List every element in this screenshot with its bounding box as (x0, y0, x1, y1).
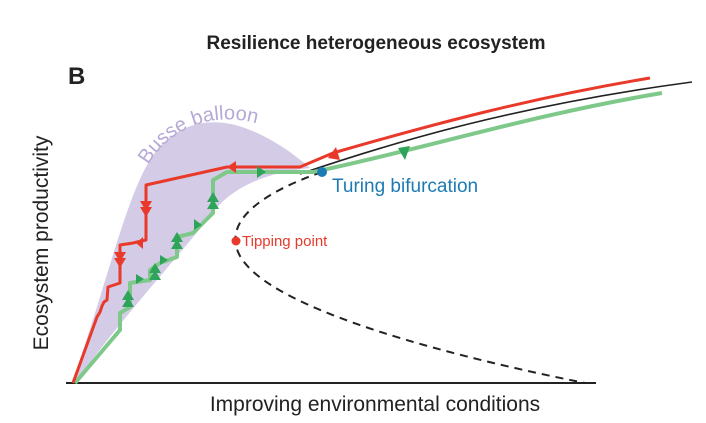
x-axis-label: Improving environmental conditions (210, 393, 540, 416)
dashed-unstable-branch (234, 171, 586, 384)
arrow-up-right-icon (328, 147, 340, 160)
arrow-up-icon (122, 290, 134, 300)
arrow-down-right-icon (398, 146, 410, 160)
arrow-up-icon (171, 232, 183, 242)
panel-label: B (68, 63, 85, 90)
arrow-up-icon (207, 192, 219, 202)
arrow-right-icon (160, 255, 168, 265)
arrow-down-icon (140, 201, 152, 211)
tipping-point-label: Tipping point (242, 233, 328, 250)
arrow-down-icon (114, 252, 126, 262)
turing-bifurcation-label: Turing bifurcation (332, 176, 478, 197)
arrow-up-icon (122, 297, 134, 307)
black-equilibrium-line (299, 81, 693, 175)
arrow-right-icon (136, 274, 144, 284)
arrow-up-icon (207, 199, 219, 209)
arrow-right-icon (194, 219, 202, 230)
red-trajectory (71, 76, 651, 384)
turing-bifurcation-point (317, 167, 327, 177)
green-arrows (122, 146, 410, 307)
arrow-up-icon (149, 270, 161, 280)
arrow-down-icon (114, 258, 126, 268)
arrow-right-icon (257, 166, 266, 178)
tipping-point-marker (231, 236, 241, 246)
arrow-left-icon (227, 161, 236, 173)
arrow-up-icon (171, 239, 183, 249)
arrow-left-icon (136, 237, 143, 249)
arrow-up-icon (149, 263, 161, 273)
arrow-down-icon (140, 207, 152, 217)
red-arrows (114, 147, 340, 268)
diagram-title: Resilience heterogeneous ecosystem (207, 33, 546, 54)
y-axis-label: Ecosystem productivity (30, 135, 53, 350)
